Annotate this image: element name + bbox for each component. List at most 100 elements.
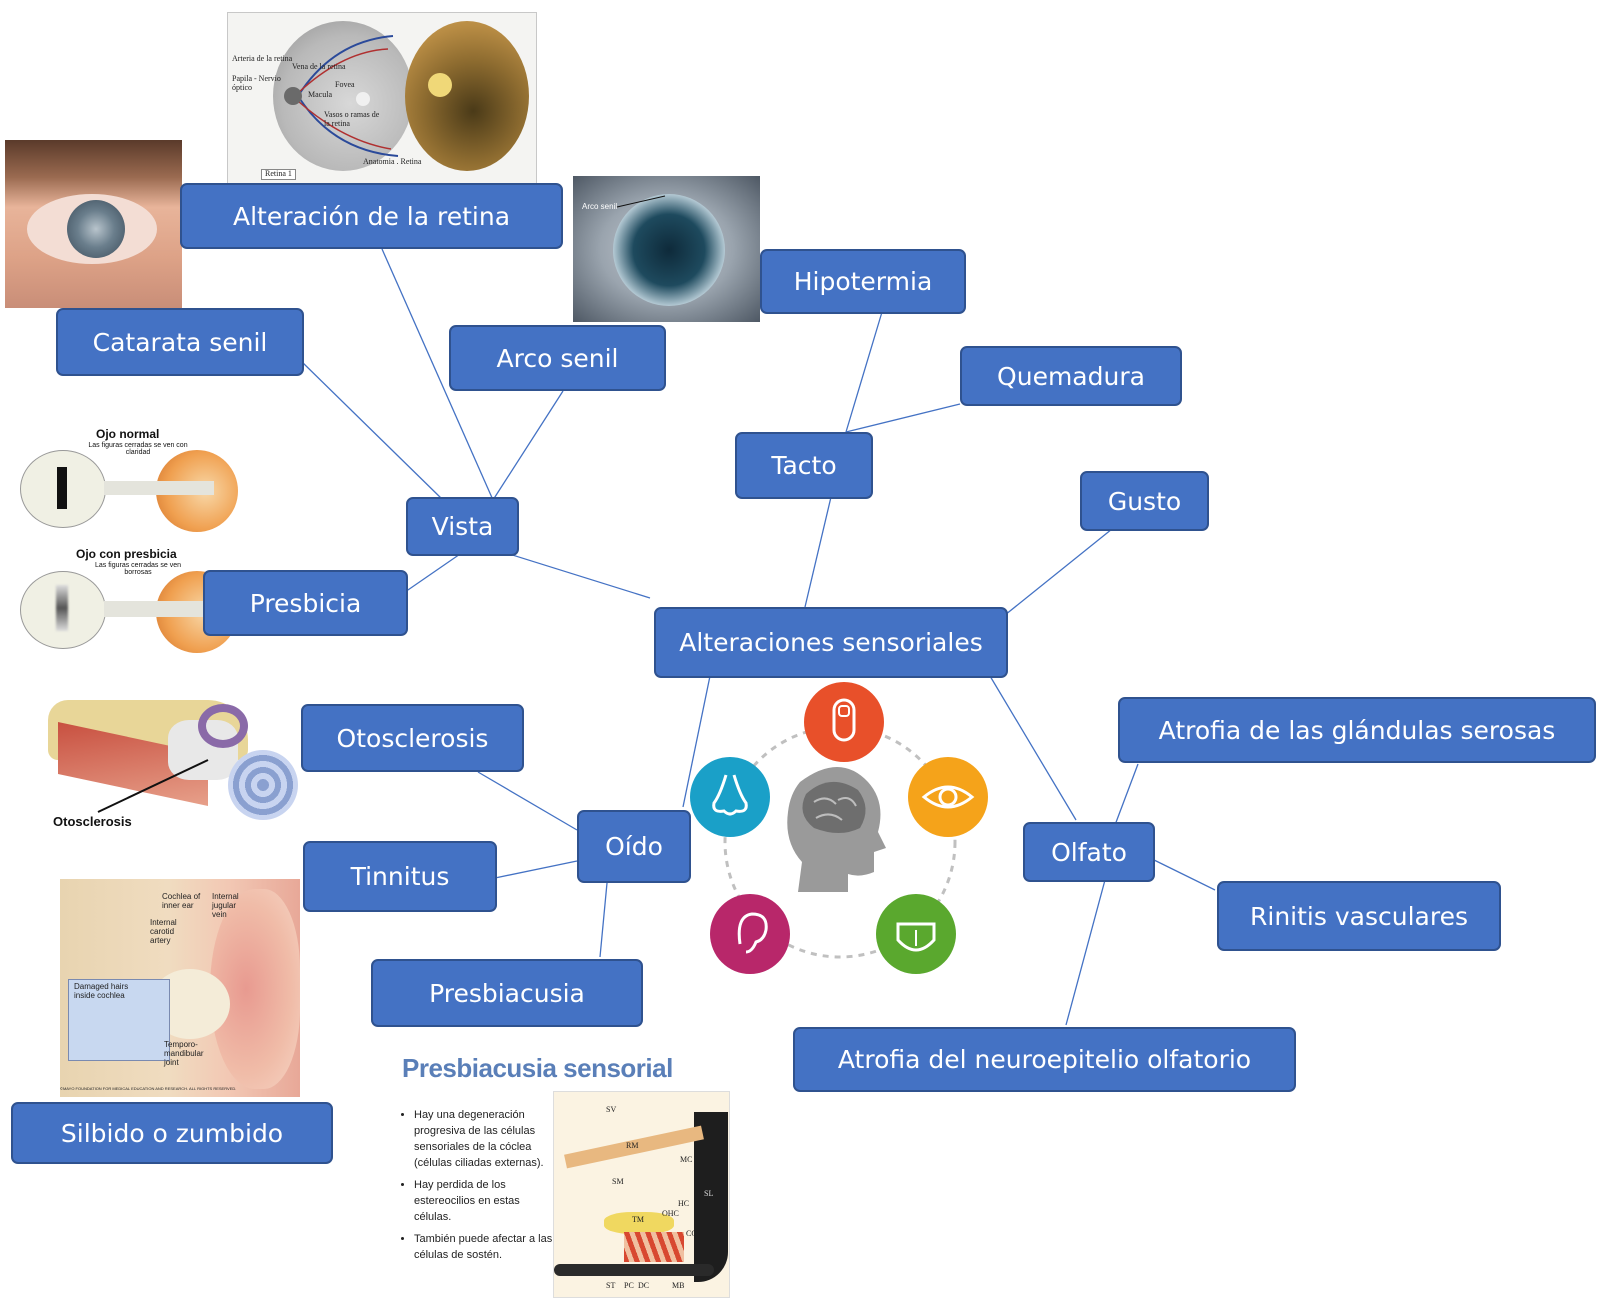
cochlea-label-ohc: OHC — [662, 1209, 679, 1218]
sensorial-bullet: Hay una degeneración progresiva de las c… — [414, 1107, 554, 1171]
retina-label-anatomia: Anatomia . Retina — [363, 157, 422, 166]
node-tinnitus[interactable]: Tinnitus — [303, 841, 497, 912]
ojo-presbicia-bar — [56, 585, 68, 631]
tongue-icon — [876, 894, 956, 974]
cataract-iris — [67, 200, 125, 258]
retina-label-vasos: Vasos o ramas de la retina — [324, 110, 380, 128]
retina-label-papila: Papila - Nervio óptico — [232, 74, 281, 92]
node-gusto[interactable]: Gusto — [1080, 471, 1209, 531]
cochlea-dark-wall — [694, 1112, 728, 1282]
node-tacto[interactable]: Tacto — [735, 432, 873, 499]
connector-vista-catarata — [299, 359, 444, 501]
otosclerosis-label: Otosclerosis — [53, 814, 132, 829]
arco-ring — [613, 194, 725, 306]
finger-icon — [804, 682, 884, 762]
node-oido[interactable]: Oído — [577, 810, 691, 883]
retina-label-arteria: Arteria de la retina — [232, 54, 293, 63]
cochlea-label-mc: MC — [680, 1155, 693, 1164]
retina-photo — [405, 21, 529, 171]
cochlea-label-rm: RM — [626, 1141, 639, 1150]
connector-center-olfato — [989, 675, 1077, 821]
connector-center-oido — [682, 675, 711, 808]
retina-anatomy-image: Arteria de la retina Vena de la retina P… — [227, 12, 537, 184]
node-vista[interactable]: Vista — [406, 497, 519, 556]
cochlea-diagram: SV RM MC SM TM OHC HC CC ST PC DC MB SL — [553, 1091, 730, 1298]
presbicia-diagram: Ojo normal Las figuras cerradas se ven c… — [18, 425, 248, 655]
arco-pointer — [616, 195, 666, 208]
node-presbicia[interactable]: Presbicia — [203, 570, 408, 636]
connector-tacto-hipotermia — [845, 311, 883, 433]
cochlea-label-sm: SM — [612, 1177, 624, 1186]
retina-vessels — [284, 35, 399, 157]
ojo-normal-bar — [57, 467, 67, 509]
ear-label-jugular: Internal jugular vein — [212, 892, 239, 919]
cochlea-label-st: ST — [606, 1281, 616, 1290]
cochlea-label-sl: SL — [704, 1189, 714, 1198]
connector-vista-presbicia — [404, 551, 464, 593]
ear-anatomy-image: Cochlea of inner ear Internal jugular ve… — [60, 879, 300, 1097]
cochlea-label-pc: PC — [624, 1281, 634, 1290]
ojo-presbicia-sub: Las figuras cerradas se ven borrosas — [95, 562, 181, 576]
otosclerosis-pointer — [97, 759, 209, 813]
retina-label-macula: Macula — [308, 90, 332, 99]
brain-head-icon — [787, 767, 886, 892]
ojo-normal-beam — [104, 481, 214, 495]
cochlea-label-sv: SV — [606, 1105, 617, 1114]
connector-tacto-quemadura — [845, 403, 961, 433]
node-olfato[interactable]: Olfato — [1023, 822, 1155, 882]
sensorial-bullet: Hay perdida de los estereocilios en esta… — [414, 1177, 554, 1225]
cochlea-label-tm: TM — [632, 1215, 644, 1224]
ojo-normal-title: Ojo normal — [96, 427, 160, 441]
connector-oido-presbiacusia — [599, 882, 608, 958]
cochlea-label-hc: HC — [678, 1199, 690, 1208]
sensorial-title: Presbiacusia sensorial — [402, 1053, 673, 1083]
ear-icon — [710, 894, 790, 974]
ear-label-damaged: Damaged hairs inside cochlea — [74, 982, 129, 1000]
node-arco-senil[interactable]: Arco senil — [449, 325, 666, 391]
node-alteracion-retina[interactable]: Alteración de la retina — [180, 183, 563, 249]
otosclerosis-image: Otosclerosis — [48, 700, 298, 848]
cochlea-spiral — [228, 750, 298, 820]
node-hipotermia[interactable]: Hipotermia — [760, 249, 966, 314]
cochlea-label-mb: MB — [672, 1281, 685, 1290]
connector-olfato-rinitis — [1149, 857, 1216, 891]
connector-oido-tinnitus — [494, 860, 578, 879]
node-rinitis-vasculares[interactable]: Rinitis vasculares — [1217, 881, 1501, 951]
cochlea-label-dc: DC — [638, 1281, 650, 1290]
arco-senil-photo: Arco senil — [573, 176, 760, 322]
node-atrofia-glandulas-serosas[interactable]: Atrofia de las glándulas serosas — [1118, 697, 1596, 763]
cataract-eye-photo — [5, 140, 182, 308]
node-catarata-senil[interactable]: Catarata senil — [56, 308, 304, 376]
cochlea-hair-cells — [624, 1232, 684, 1262]
retina-label-vena: Vena de la retina — [292, 62, 346, 71]
eye-icon — [908, 757, 988, 837]
senses-illustration — [690, 682, 990, 982]
node-presbiacusia[interactable]: Presbiacusia — [371, 959, 643, 1027]
optic-disc — [428, 73, 452, 97]
nose-icon — [690, 757, 770, 837]
connector-oido-otosclerosis — [477, 771, 578, 831]
retina-label-fovea: Fovea — [335, 80, 355, 89]
ojo-presbicia-title: Ojo con presbicia — [76, 547, 177, 561]
semicircular-canal — [198, 704, 248, 748]
node-silbido-zumbido[interactable]: Silbido o zumbido — [11, 1102, 333, 1164]
node-quemadura[interactable]: Quemadura — [960, 346, 1182, 406]
node-atrofia-neuroepitelio[interactable]: Atrofia del neuroepitelio olfatorio — [793, 1027, 1296, 1092]
sensorial-bullet: También puede afectar a las células de s… — [414, 1231, 554, 1263]
connector-vista-retina — [381, 248, 494, 501]
ear-label-cochlea: Cochlea of inner ear — [162, 892, 201, 910]
node-otosclerosis[interactable]: Otosclerosis — [301, 704, 524, 772]
ear-credit: ©MAYO FOUNDATION FOR MEDICAL EDUCATION A… — [60, 1086, 237, 1091]
cochlea-inset — [68, 979, 170, 1061]
retina-label-figure: Retina 1 — [261, 169, 296, 180]
connector-center-vista — [489, 547, 651, 599]
connector-vista-arco — [492, 390, 564, 501]
connector-olfato-atrofia-serosas — [1114, 763, 1139, 826]
connector-center-tacto — [804, 496, 832, 608]
ear-label-temporo: Temporo-mandibular joint — [164, 1040, 204, 1067]
ojo-presbicia-beam — [104, 601, 214, 617]
connector-center-gusto — [1004, 528, 1113, 616]
connector-olfato-atrofia-neuro — [1065, 879, 1106, 1026]
node-alteraciones-sensoriales[interactable]: Alteraciones sensoriales — [654, 607, 1008, 678]
